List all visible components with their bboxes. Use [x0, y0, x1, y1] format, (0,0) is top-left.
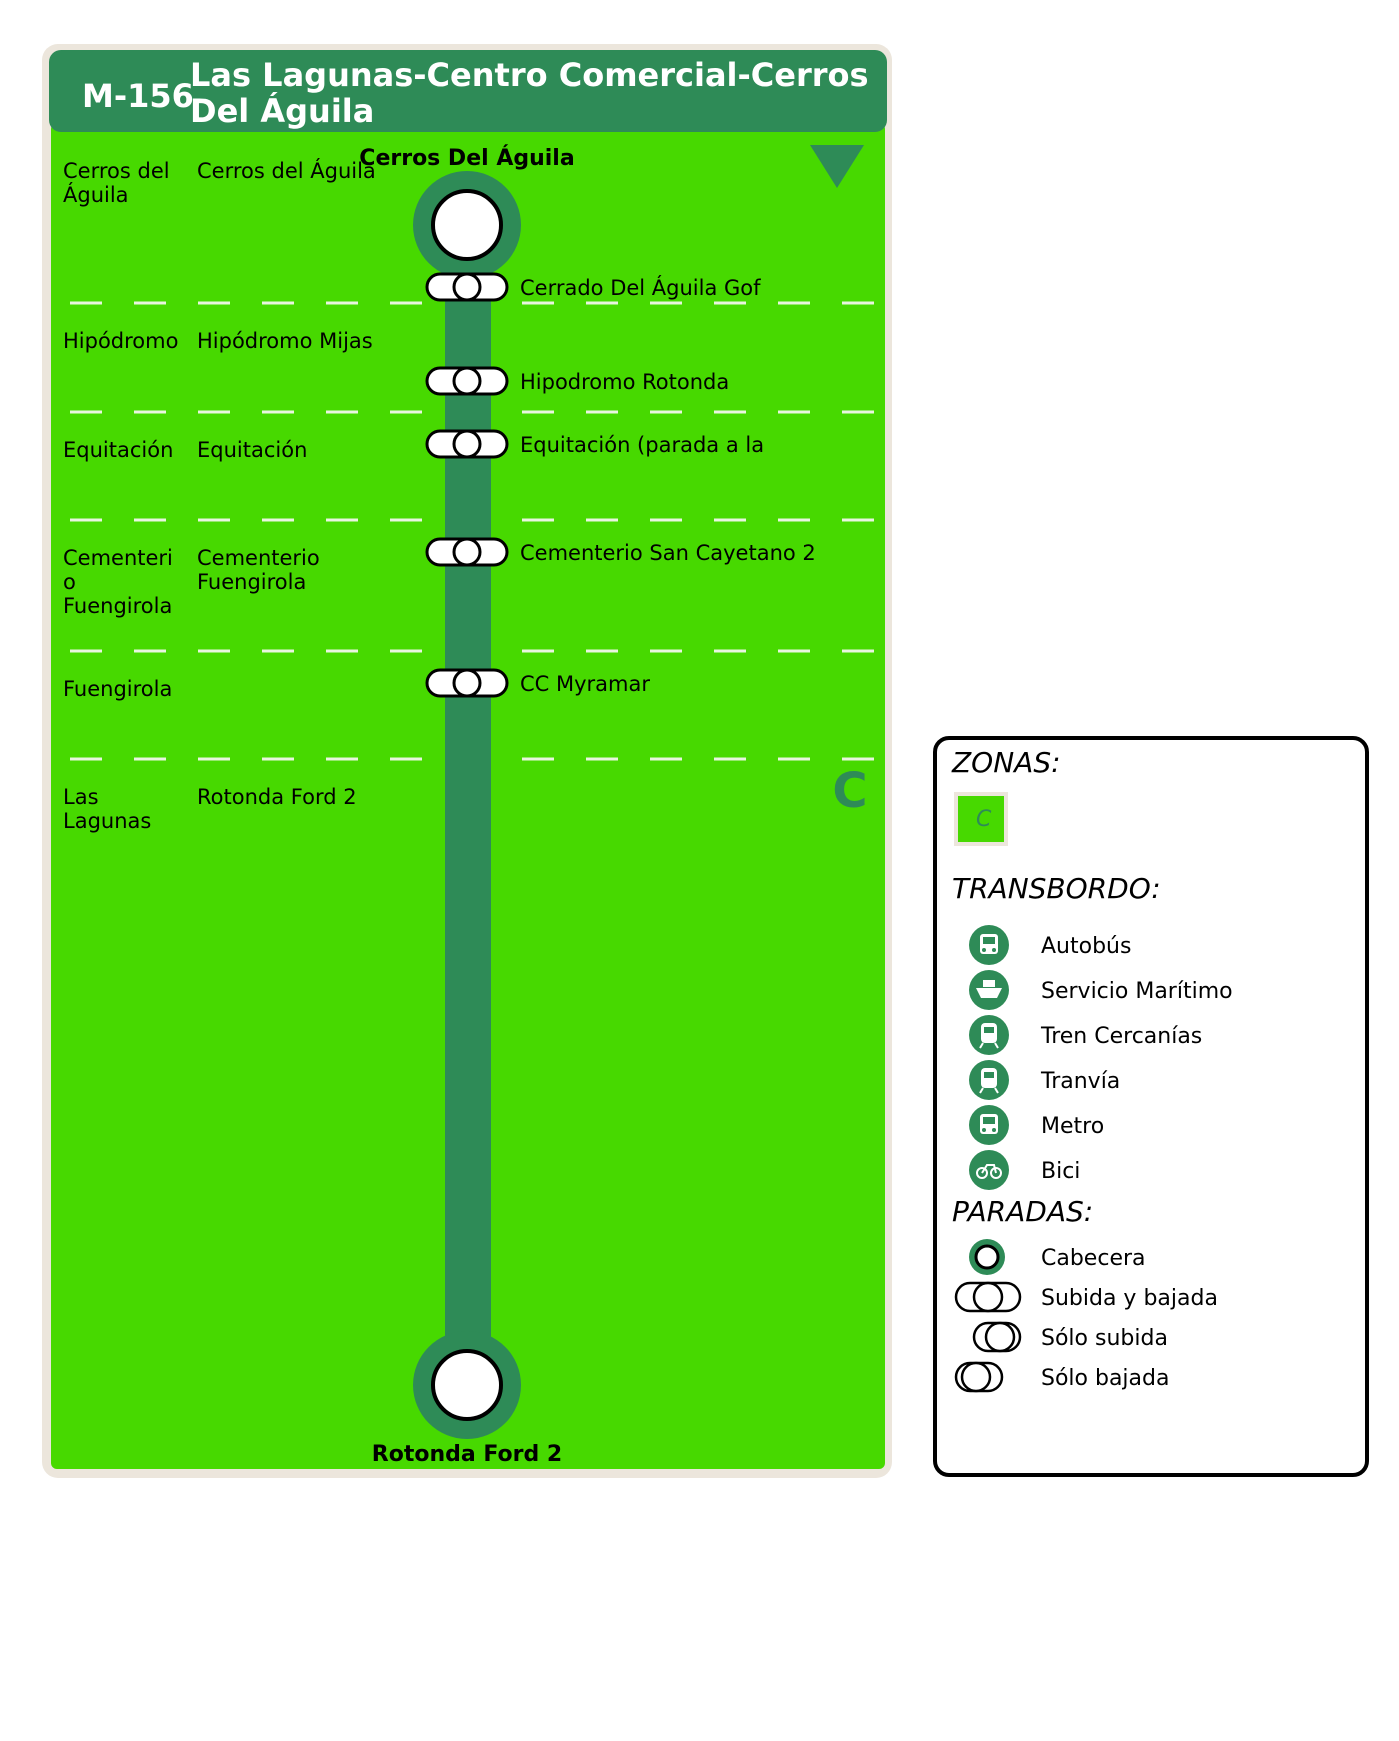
stop-marker[interactable]	[425, 429, 509, 459]
stop-label: Cementerio San Cayetano 2	[520, 541, 816, 565]
start-terminal-label: Cerros Del Águila	[359, 145, 574, 171]
bus-icon	[969, 925, 1009, 965]
legend-transbordo-item: Tren Cercanías	[969, 1015, 1202, 1055]
nucleo-label: Rotonda Ford 2	[197, 785, 357, 809]
nucleo-label: Hipódromo Mijas	[197, 329, 373, 353]
legend-transbordo-item: Autobús	[969, 925, 1131, 965]
stop-label: Hipodromo Rotonda	[520, 370, 729, 394]
route-line	[445, 225, 491, 1385]
municipio-label: Hipódromo	[63, 329, 178, 353]
start-terminal-stop[interactable]	[413, 171, 521, 279]
legend-transbordo-title: TRANSBORDO:	[952, 872, 1161, 905]
route-section: Equitación Equitación Equitación (parada a…	[63, 429, 764, 462]
legend-parada-label: Sólo bajada	[1041, 1366, 1169, 1391]
legend-transbordo-label: Tren Cercanías	[1040, 1024, 1202, 1049]
nucleo-label: Fuengirola	[197, 570, 306, 594]
legend-parada-item: Sólo bajada	[954, 1361, 1169, 1393]
legend-transbordo-item: Servicio Marítimo	[969, 970, 1233, 1010]
stop-marker[interactable]	[425, 537, 509, 567]
legend-zonas-title: ZONAS:	[951, 746, 1061, 779]
stop-label: CC Myramar	[520, 672, 650, 696]
legend-transbordo-label: Autobús	[1041, 934, 1131, 959]
municipio-label: Equitación	[63, 438, 173, 462]
zone-swatch-fill	[958, 796, 1004, 842]
zone-marker: C	[832, 763, 867, 819]
end-terminal-label: Rotonda Ford 2	[372, 1442, 562, 1467]
line-title-1: Las Lagunas-Centro Comercial-Cerros	[190, 56, 869, 94]
triangle-down-icon	[810, 145, 864, 188]
route-section: Fuengirola CC Myramar	[63, 668, 650, 701]
legend-parada-item: Cabecera	[969, 1239, 1146, 1275]
nucleo-label: Cementerio	[197, 546, 320, 570]
train-icon	[969, 1015, 1009, 1055]
legend-parada-label: Sólo subida	[1041, 1326, 1168, 1351]
legend-transbordo-item: Metro	[969, 1105, 1104, 1145]
legend-parada-label: Subida y bajada	[1041, 1286, 1218, 1311]
stop-marker[interactable]	[425, 272, 509, 302]
stop-label: Equitación (parada a la	[520, 433, 764, 457]
municipio-label: Lagunas	[63, 809, 151, 833]
municipio-label: Las	[63, 785, 99, 809]
legend-parada-label: Cabecera	[1041, 1246, 1146, 1271]
nucleo-label: Cerros del Águila	[197, 158, 376, 183]
legend-parada-item: Sólo subida	[972, 1321, 1168, 1353]
stop-marker[interactable]	[425, 366, 509, 396]
board-alight-stop-icon	[954, 1281, 1022, 1313]
header-bar	[49, 50, 887, 132]
alight-only-stop-icon	[954, 1361, 1004, 1393]
legend-transbordo-label: Servicio Marítimo	[1041, 979, 1233, 1004]
municipio-label: Fuengirola	[63, 594, 172, 618]
legend-transbordo-label: Metro	[1041, 1114, 1104, 1139]
legend-box	[933, 736, 1369, 1477]
legend-parada-item: Subida y bajada	[954, 1281, 1218, 1313]
stop-label: Cerrado Del Águila Gof	[520, 275, 761, 300]
bike-icon	[969, 1150, 1009, 1190]
metro-icon	[969, 1105, 1009, 1145]
board-only-stop-icon	[972, 1321, 1022, 1353]
legend-transbordo-label: Tranvía	[1040, 1069, 1120, 1094]
line-title-2: Del Águila	[190, 92, 374, 130]
stop-marker[interactable]	[425, 668, 509, 698]
terminal-stop-icon	[969, 1239, 1005, 1275]
municipio-label: Cementeri	[63, 546, 173, 570]
municipio-label: o	[63, 570, 76, 594]
municipio-label: Cerros del	[63, 159, 170, 183]
zone-swatch-label: C	[976, 807, 992, 832]
legend-transbordo-item: Bici	[969, 1150, 1080, 1190]
tram-icon	[969, 1060, 1009, 1100]
legend-paradas-title: PARADAS:	[952, 1195, 1093, 1228]
municipio-label: Águila	[63, 182, 129, 207]
route-section: CementerioFuengirolaCementerioFuengirola…	[63, 537, 816, 618]
legend-transbordo-label: Bici	[1041, 1159, 1080, 1184]
legend-transbordo-item: Tranvía	[969, 1060, 1120, 1100]
ferry-icon	[969, 970, 1009, 1010]
municipio-label: Fuengirola	[63, 677, 172, 701]
end-terminal-stop[interactable]	[413, 1331, 521, 1439]
nucleo-label: Equitación	[197, 438, 307, 462]
line-code: M-156	[82, 77, 194, 115]
